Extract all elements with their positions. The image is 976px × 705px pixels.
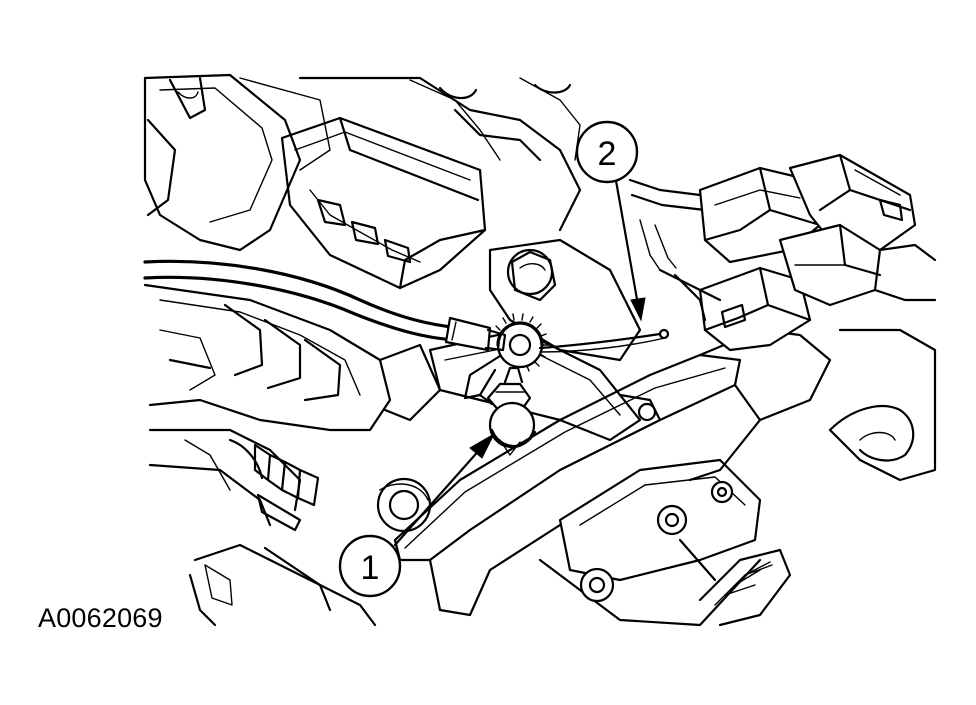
hex-nut (486, 366, 537, 456)
spring-grommet (253, 443, 320, 532)
callout-leader-1 (393, 432, 496, 547)
callout-leader-2 (613, 173, 646, 322)
callout-2-number: 2 (598, 135, 617, 173)
figure-id-label: A0062069 (38, 603, 163, 633)
callout-1-circle (338, 534, 402, 598)
support-rail (393, 328, 832, 617)
bolt-lower-left (376, 477, 432, 533)
center-mechanism (143, 238, 670, 456)
callout-2-circle (575, 120, 639, 184)
electrical-connectors (628, 153, 937, 352)
control-cable (143, 259, 507, 352)
callout-1-number: 1 (361, 549, 380, 587)
callout-1: 1 (338, 534, 402, 598)
lower-right-assembly (538, 328, 937, 627)
gear-pulley (495, 313, 549, 372)
callout-2: 2 (575, 120, 639, 184)
